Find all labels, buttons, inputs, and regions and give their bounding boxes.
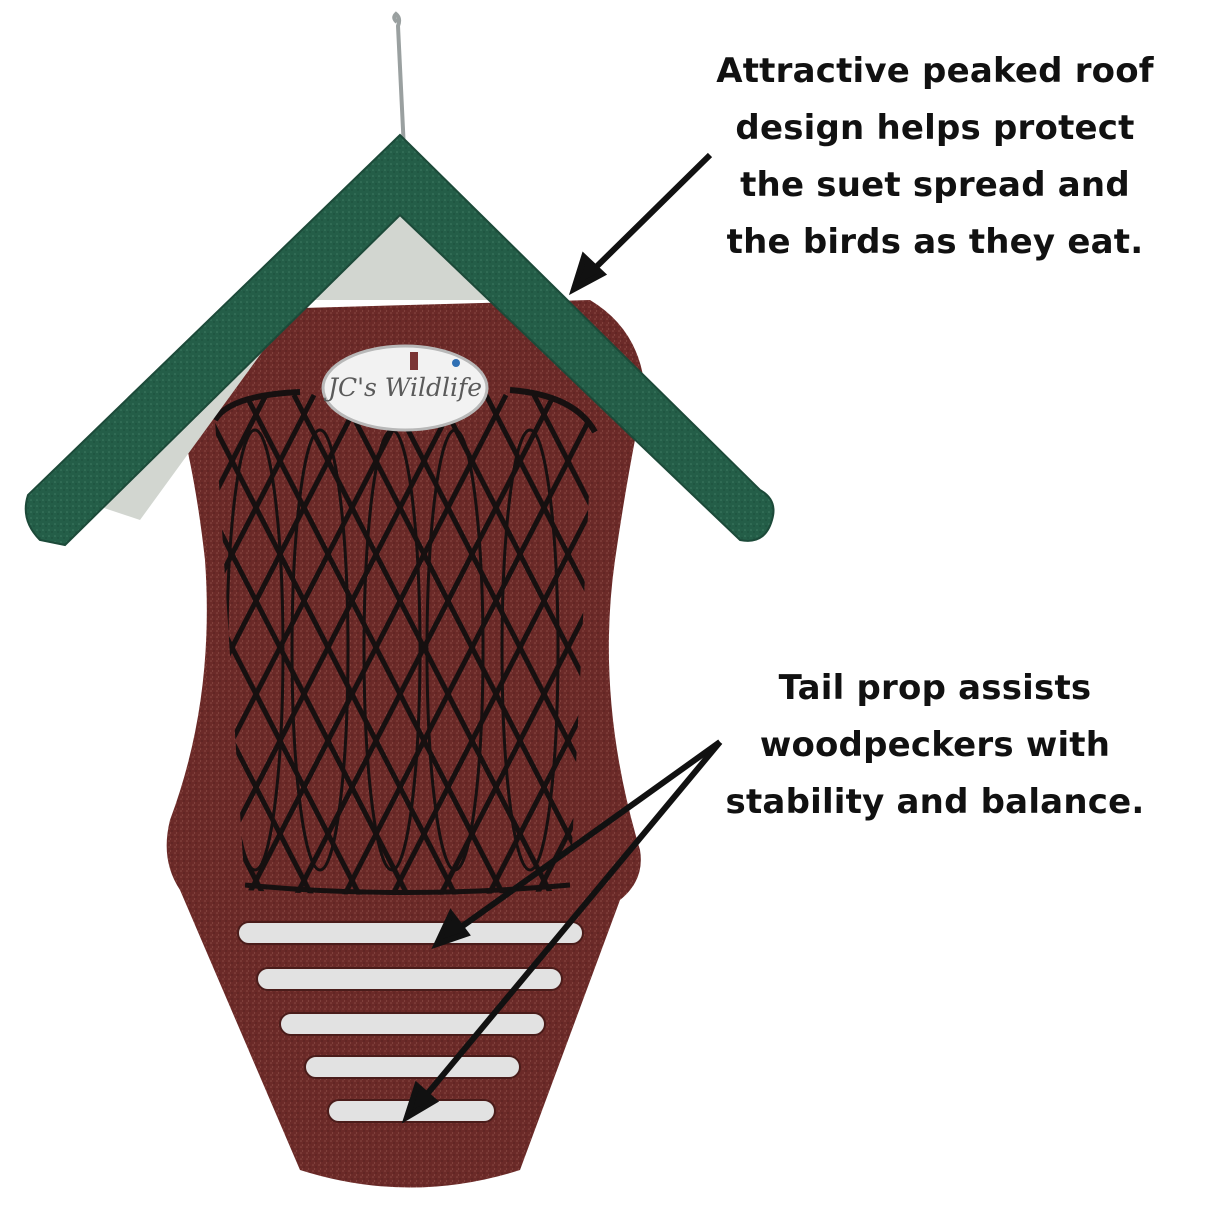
cage-rim: [212, 387, 598, 434]
peaked-roof: [24, 133, 775, 547]
lattice-bar: [215, 393, 461, 895]
roof-arrow-head: [568, 251, 608, 296]
brand-logo: JC's Wildlife: [321, 344, 489, 432]
lattice-bar: [215, 393, 365, 895]
tail-callout-line: stability and balance.: [725, 782, 1145, 822]
roof-callout-line: Attractive peaked roof: [716, 51, 1154, 91]
roof-callout: Attractive peaked roof design helps prot…: [700, 43, 1170, 271]
tail-arrow-upper-head: [431, 908, 471, 950]
tail-arrow-lower: [415, 740, 723, 1107]
roof-callout-line: the birds as they eat.: [726, 222, 1144, 262]
roof-callout-line: the suet spread and: [740, 165, 1130, 205]
callout-arrows: [401, 152, 723, 1124]
tail-prop-slot: [304, 1055, 521, 1079]
lattice-bar: [483, 393, 592, 895]
logo-text: JC's Wildlife: [323, 373, 482, 402]
lattice-bar: [215, 393, 413, 895]
cage-opening: [425, 428, 485, 872]
lattice-bar: [215, 393, 317, 895]
tail-arrow-lower-head: [401, 1080, 440, 1124]
roof-callout-line: design helps protect: [735, 108, 1135, 148]
cage-opening: [290, 428, 350, 872]
tail-callout-line: Tail prop assists: [778, 668, 1092, 708]
tail-prop-slot: [256, 967, 563, 991]
roof-arrow: [582, 152, 713, 281]
tail-prop-slot: [279, 1012, 546, 1036]
lattice-bar: [215, 393, 269, 895]
lattice-bar: [387, 393, 592, 895]
tail-arrow-upper: [448, 739, 722, 938]
feeder-body: [166, 300, 645, 1188]
lattice-bar: [339, 393, 592, 895]
lattice-bar: [483, 393, 592, 895]
tail-prop-slot: [237, 921, 584, 945]
lattice-bar: [243, 393, 509, 895]
lattice-bar: [531, 393, 592, 895]
cage-opening: [500, 428, 560, 872]
tail-prop-callout: Tail prop assists woodpeckers with stabi…: [700, 660, 1170, 831]
cage-base: [244, 882, 571, 895]
lattice-bar: [215, 393, 317, 895]
tail-callout-line: woodpeckers with: [759, 725, 1111, 765]
lattice-bar: [435, 393, 592, 895]
roof-underside: [80, 175, 720, 520]
